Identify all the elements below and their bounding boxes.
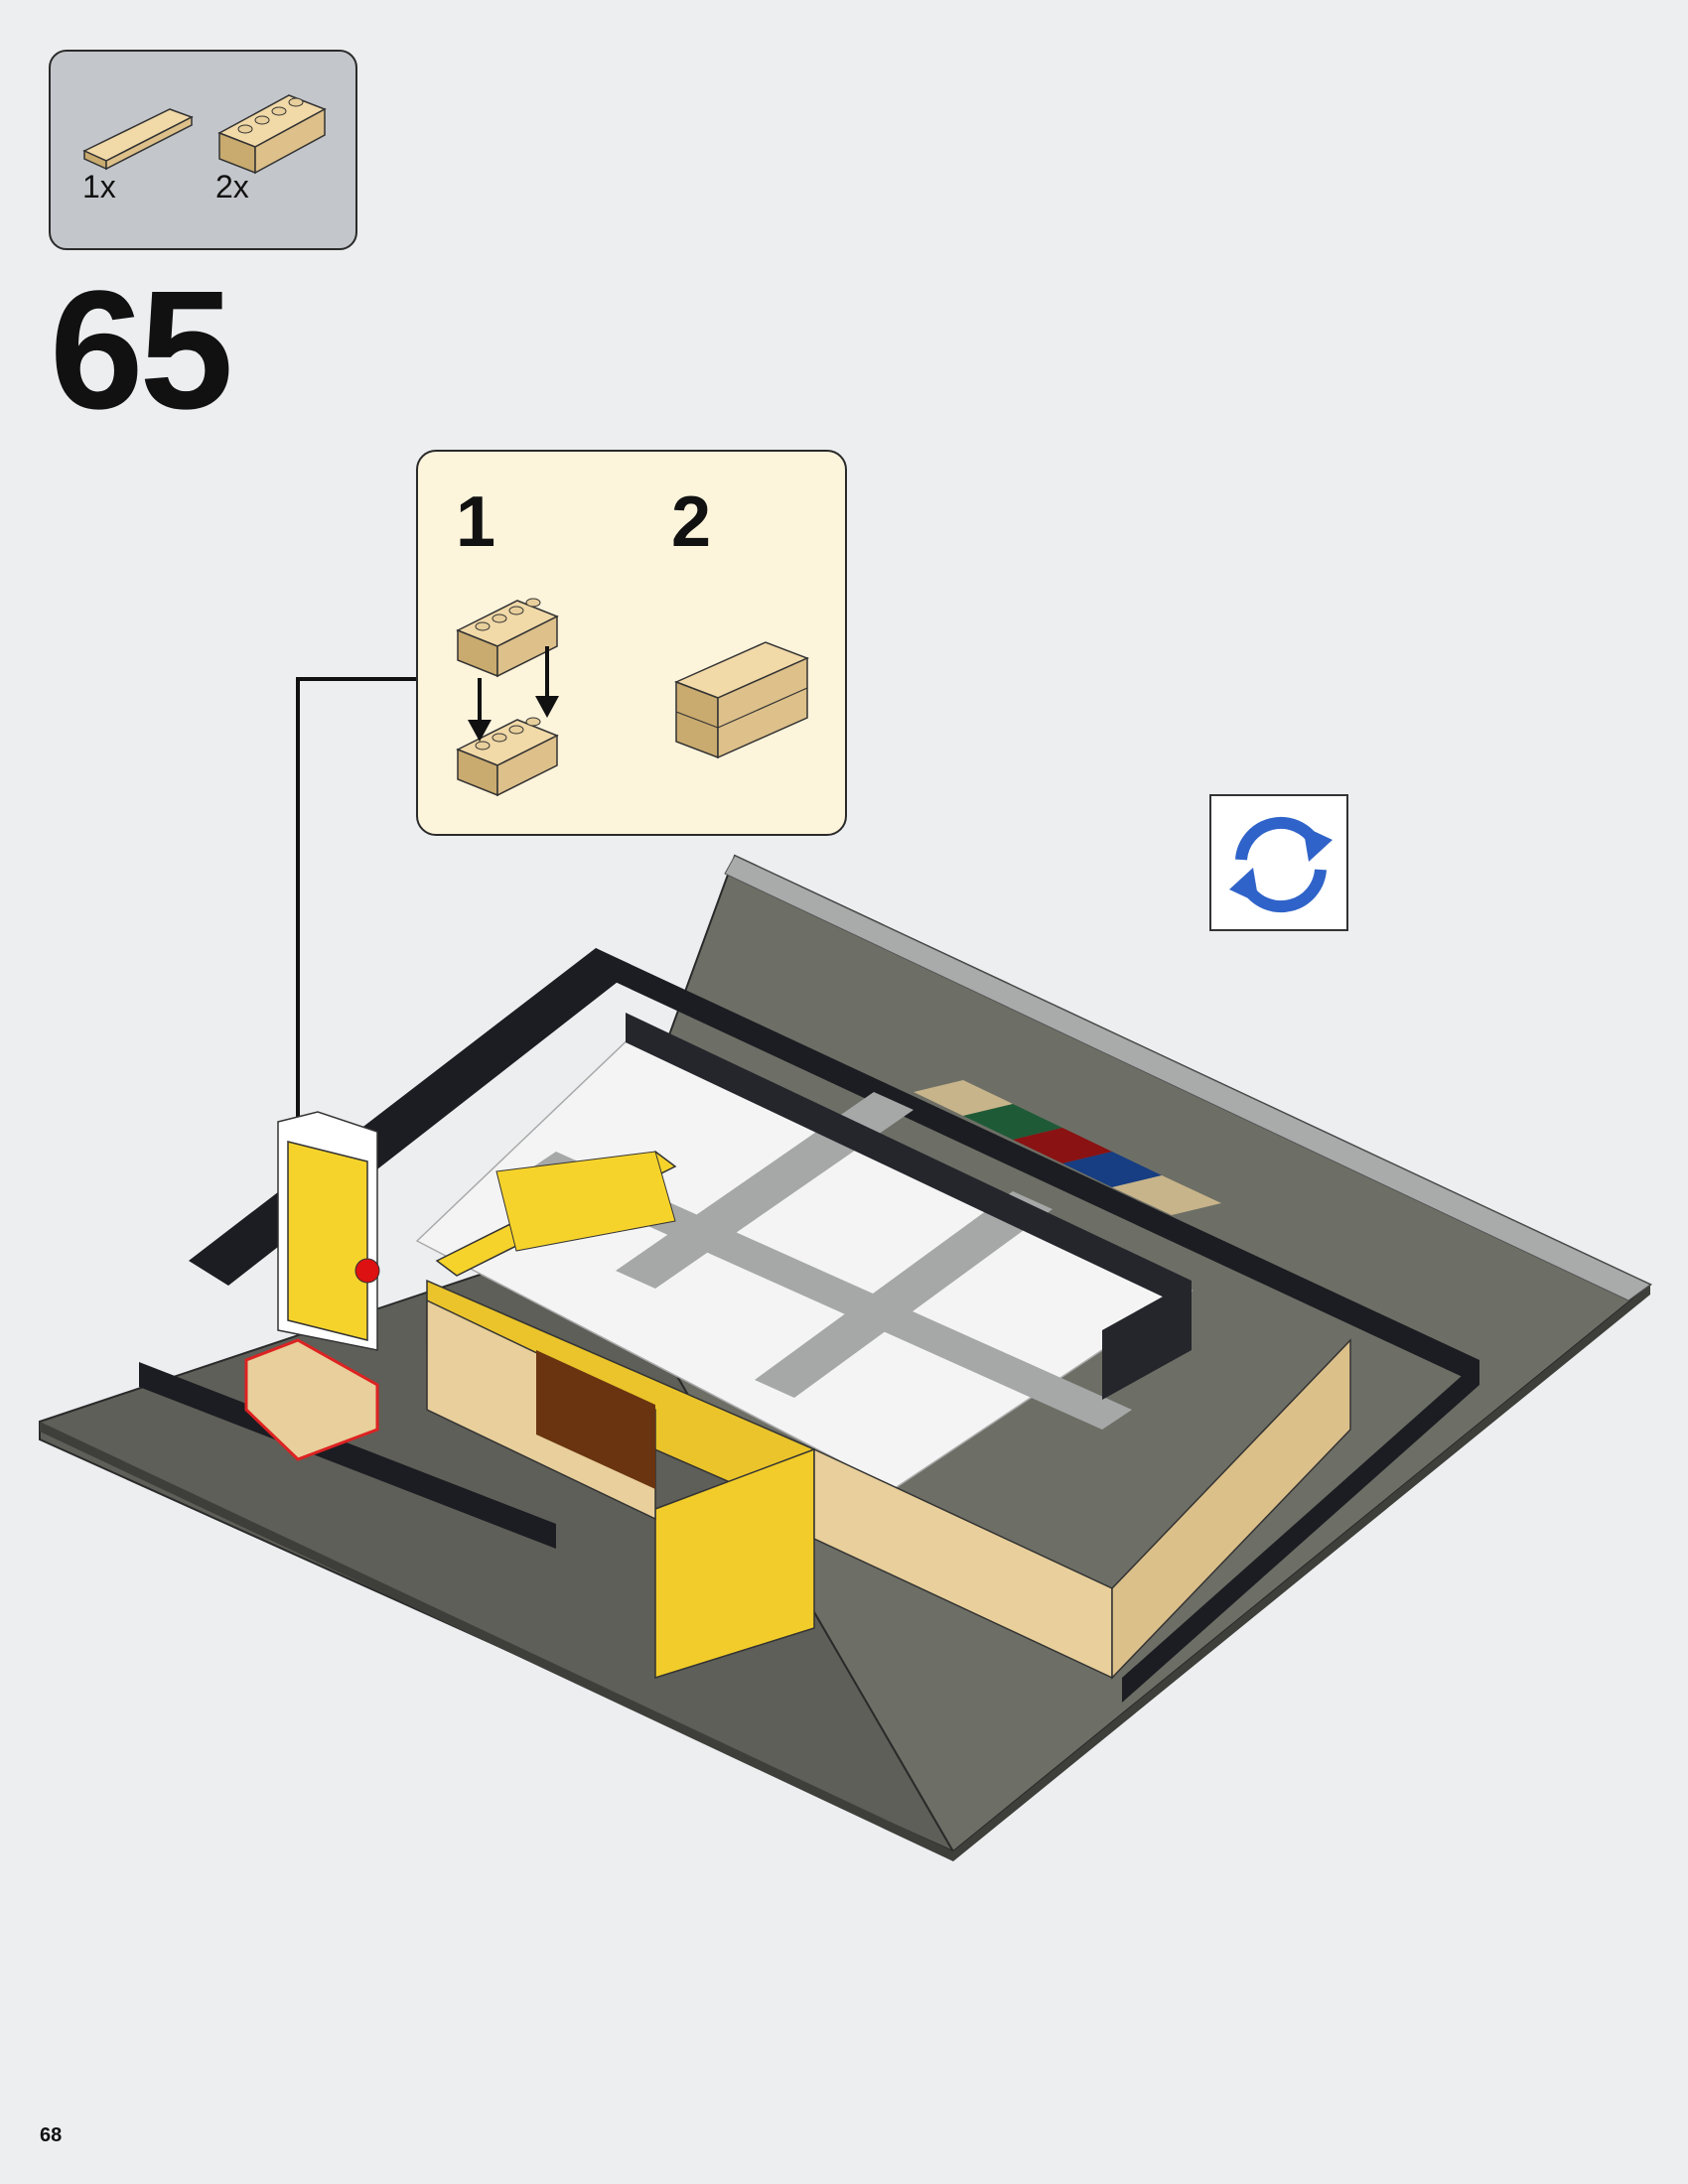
door <box>277 1111 380 1351</box>
sub-assembly-box: 1 2 <box>416 450 847 836</box>
tan-brick-stack-icon <box>674 641 809 759</box>
sub-step-number: 2 <box>671 482 712 562</box>
tan-brick-icon <box>456 598 559 678</box>
step-number: 65 <box>50 256 233 445</box>
down-arrow-icon <box>468 646 559 742</box>
parts-list-box: 1x 2x <box>49 50 357 250</box>
black-wall <box>139 948 1479 1703</box>
part-quantity: 2x <box>215 169 249 205</box>
rotate-model-button <box>1209 794 1348 931</box>
tan-tile-icon <box>82 108 194 171</box>
parts-illustration <box>82 94 327 175</box>
inner-black-wall <box>626 1013 1192 1400</box>
part-quantity: 1x <box>82 169 116 205</box>
sub-assembly-illustration <box>456 598 809 797</box>
colored-tiles <box>914 1080 1221 1215</box>
tan-brick-icon <box>456 717 559 797</box>
brown-panel <box>536 1350 655 1489</box>
tan-brick-1x4-icon <box>217 94 327 175</box>
door-knob <box>354 1258 380 1284</box>
sub-step-number: 1 <box>456 482 496 562</box>
rotate-model-icon <box>1229 816 1333 913</box>
new-part-highlight <box>244 1338 379 1461</box>
page-number: 68 <box>40 2124 63 2146</box>
